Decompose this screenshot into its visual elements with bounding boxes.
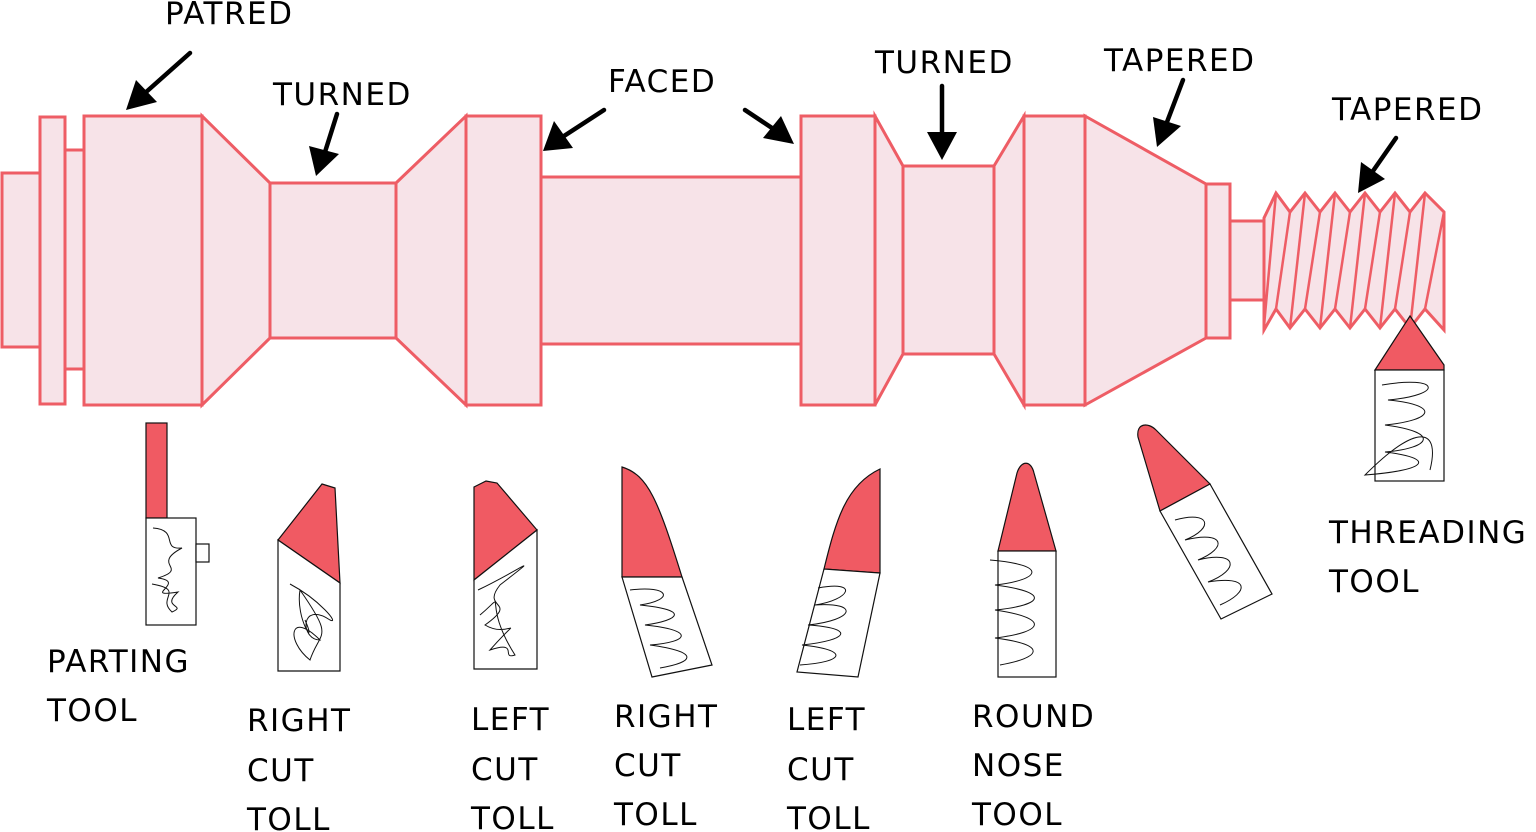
faced-shoulder-1 — [464, 114, 543, 407]
left-collar — [38, 115, 67, 406]
round-nose-tool — [989, 462, 1057, 678]
label-tapered-1: TAPERED — [1103, 43, 1256, 79]
threading-tool-tip — [1373, 314, 1445, 371]
tool-label-left-cut-1: LEFT CUT TOLL — [470, 702, 561, 832]
thread-relief-neck — [1228, 219, 1266, 302]
label-parted: PATRED — [165, 0, 293, 32]
left-cut-tool-1-tip — [473, 480, 538, 582]
tapered-section — [1083, 113, 1208, 408]
parted-section — [82, 114, 204, 407]
arrow-turned-1 — [309, 111, 340, 176]
arrow-tapered-2 — [1358, 135, 1399, 193]
right-cut-tool-1-shank — [277, 538, 341, 672]
tool-label-right-cut-1: RIGHT CUT TOLL — [246, 703, 363, 832]
right-cut-tool-2 — [621, 466, 713, 678]
arrow-faced-left — [543, 107, 607, 151]
arrow-faced-right — [742, 107, 794, 144]
threaded-section — [1262, 190, 1446, 336]
chamfer-2 — [992, 110, 1026, 411]
arrow-tapered-1 — [1153, 77, 1186, 147]
left-end-shaft — [0, 171, 42, 349]
tool-label-parting: PARTING TOOL — [46, 644, 201, 729]
faced-shoulder-2 — [799, 114, 877, 407]
tool-label-right-cut-2: RIGHT CUT TOLL — [613, 699, 730, 832]
label-turned-2: TURNED — [874, 45, 1014, 81]
chamfer-1 — [873, 110, 905, 406]
left-cut-tool-1-shank — [473, 528, 538, 670]
label-tapered-2: TAPERED — [1331, 92, 1484, 128]
left-cut-tool-2 — [796, 468, 881, 678]
taper-left-1 — [200, 112, 272, 409]
taper-turning-tool — [1137, 424, 1273, 620]
right-cut-tool-2-tip — [621, 466, 683, 578]
arrow-turned-2 — [927, 83, 957, 160]
turned-section-2 — [901, 164, 996, 356]
small-collar — [1204, 182, 1232, 340]
right-cut-tool-1 — [277, 483, 341, 672]
taper-turning-tool-tip — [1137, 424, 1211, 512]
turned-section-1 — [268, 181, 398, 340]
left-cut-tool-2-tip — [823, 468, 881, 574]
parting-groove — [63, 148, 86, 371]
label-faced: FACED — [608, 64, 716, 100]
taper-right-1 — [394, 112, 468, 409]
threading-tool — [1363, 314, 1445, 482]
tool-label-round-nose: ROUND NOSE TOOL — [971, 699, 1107, 832]
left-cut-tool-1 — [473, 480, 538, 670]
parting-tool — [145, 422, 210, 626]
middle-shaft — [539, 175, 803, 346]
workpiece — [0, 110, 1446, 411]
round-nose-tool-shank — [997, 550, 1057, 678]
parting-tool-clamp — [195, 543, 210, 563]
tool-label-left-cut-2: LEFT CUT TOLL — [786, 702, 877, 832]
arrow-parted — [126, 50, 193, 110]
round-nose-tool-tip — [997, 462, 1057, 552]
collar-section — [1022, 114, 1087, 407]
taper-turning-tool-shank — [1159, 483, 1273, 620]
left-cut-tool-2-shank — [796, 568, 881, 678]
label-turned-1: TURNED — [272, 77, 412, 113]
right-cut-tool-2-shank — [621, 576, 713, 678]
tool-label-threading: THREADING TOOL — [1328, 515, 1536, 600]
parting-tool-tip — [145, 422, 168, 519]
